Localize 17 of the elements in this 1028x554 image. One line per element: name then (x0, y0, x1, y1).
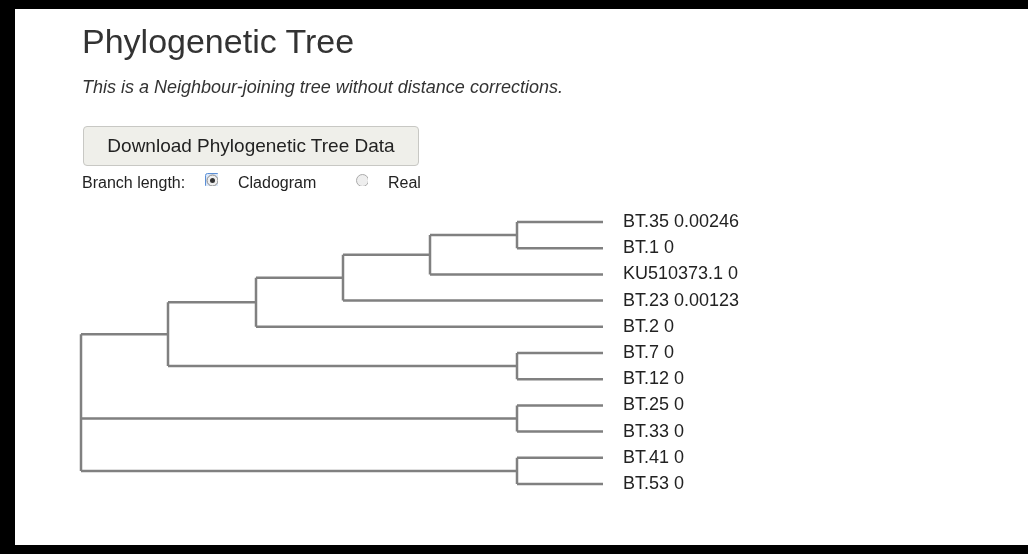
leaf-label: BT.12 0 (623, 368, 685, 390)
leaf-label: BT.41 0 (623, 446, 685, 468)
subtitle: This is a Neighbour-joining tree without distance corrections. (82, 77, 563, 98)
leaf-label: BT.2 0 (623, 315, 675, 337)
leaf-label: BT.53 0 (623, 473, 685, 494)
page-title: Phylogenetic Tree (82, 22, 355, 61)
option-label: Real (388, 174, 421, 192)
leaf-label: BT.23 0.00123 (623, 289, 740, 311)
download-button: Download Phylogenetic Tree Data (83, 126, 419, 166)
leaf-label: BT.1 0 (623, 237, 675, 259)
leaf-label: BT.25 0 (623, 394, 685, 416)
field-label: Branch length: (82, 174, 186, 192)
option-label: Cladogram (238, 174, 317, 192)
leaf-label: BT.35 0.00246 (623, 211, 740, 232)
leaf-label: KU510373.1 0 (623, 263, 739, 285)
leaf-label: BT.33 0 (623, 420, 685, 442)
leaf-label: BT.7 0 (623, 342, 675, 363)
